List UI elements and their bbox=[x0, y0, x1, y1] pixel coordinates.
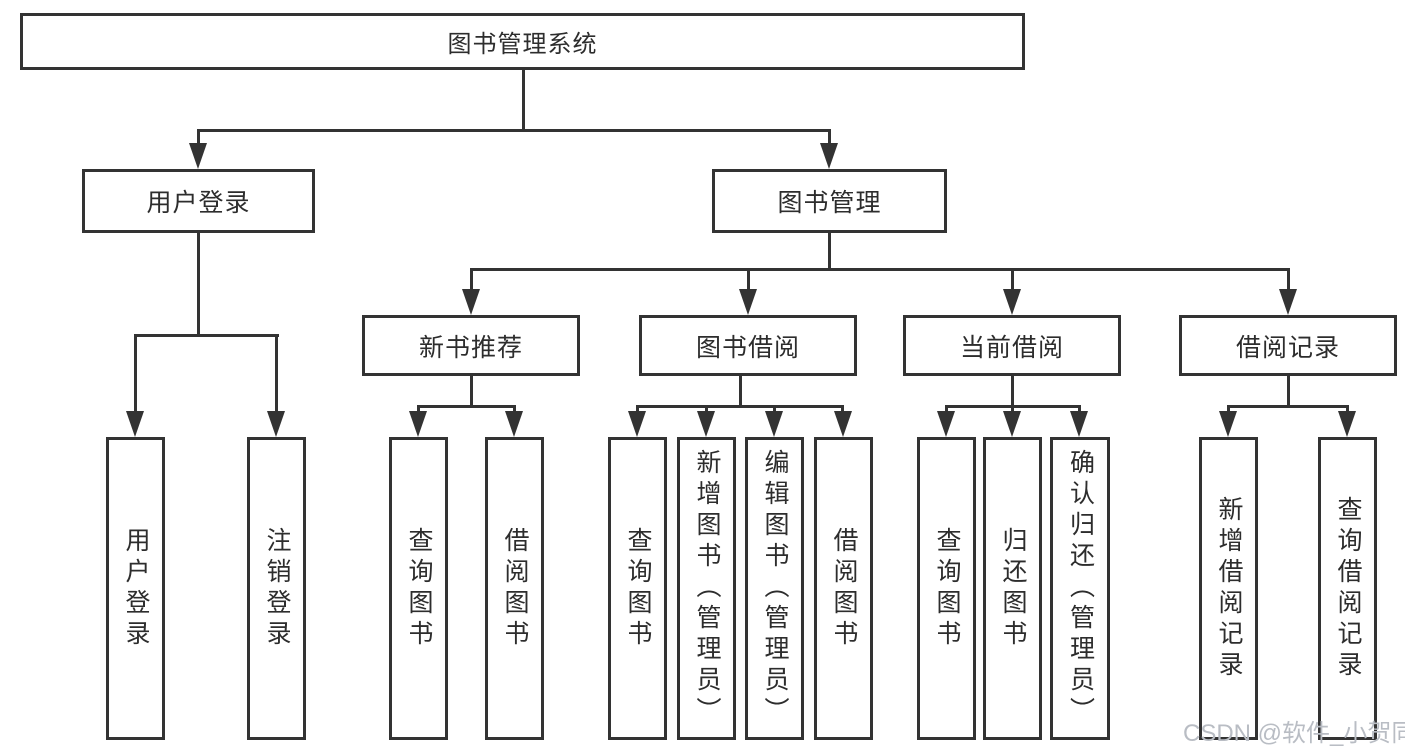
connector-line bbox=[1287, 268, 1290, 290]
connector-line bbox=[134, 334, 279, 337]
leaf-confirm-return-admin: 确认归还（管理员） bbox=[1050, 437, 1110, 740]
node-label: 当前借阅 bbox=[959, 333, 1064, 362]
leaf-label: 查询图书 bbox=[405, 526, 433, 651]
leaf-borrow-books: 借阅图书 bbox=[814, 437, 873, 740]
leaf-label: 确认归还（管理员） bbox=[1066, 449, 1095, 728]
connector-line bbox=[417, 405, 516, 408]
node-root-system: 图书管理系统 bbox=[20, 13, 1025, 70]
leaf-logout: 注销登录 bbox=[247, 437, 306, 740]
leaf-label: 注销登录 bbox=[263, 526, 291, 651]
arrowhead-down-icon bbox=[1003, 289, 1021, 315]
connector-line bbox=[747, 268, 750, 290]
arrowhead-down-icon bbox=[462, 289, 480, 315]
node-label: 用户登录 bbox=[146, 189, 251, 217]
node-book-management: 图书管理 bbox=[712, 169, 947, 233]
arrowhead-down-icon bbox=[834, 411, 852, 437]
node-book-borrowing: 图书借阅 bbox=[639, 315, 857, 376]
connector-line bbox=[773, 405, 776, 414]
leaf-label: 查询图书 bbox=[933, 526, 961, 651]
arrowhead-down-icon bbox=[1279, 289, 1297, 315]
arrowhead-down-icon bbox=[628, 411, 646, 437]
node-new-book-recommend: 新书推荐 bbox=[362, 315, 580, 376]
leaf-label: 借阅图书 bbox=[501, 526, 529, 651]
arrowhead-down-icon bbox=[937, 411, 955, 437]
leaf-borrow-books-recommend: 借阅图书 bbox=[485, 437, 544, 740]
connector-line bbox=[1227, 405, 1348, 408]
leaf-return-books: 归还图书 bbox=[983, 437, 1042, 740]
connector-line bbox=[470, 268, 1290, 271]
node-user-login: 用户登录 bbox=[82, 169, 315, 233]
connector-line bbox=[1011, 405, 1014, 414]
node-label: 图书借阅 bbox=[695, 333, 800, 362]
arrowhead-down-icon bbox=[1219, 411, 1237, 437]
connector-line bbox=[197, 233, 200, 336]
leaf-query-books-recommend: 查询图书 bbox=[389, 437, 448, 740]
connector-line bbox=[417, 405, 420, 414]
leaf-label: 新增借阅记录 bbox=[1215, 495, 1243, 682]
arrowhead-down-icon bbox=[765, 411, 783, 437]
connector-line bbox=[197, 129, 200, 146]
connector-line bbox=[1227, 405, 1230, 414]
connector-line bbox=[1078, 405, 1081, 414]
arrowhead-down-icon bbox=[126, 411, 144, 437]
leaf-edit-books-admin: 编辑图书（管理员） bbox=[745, 437, 804, 740]
arrowhead-down-icon bbox=[1003, 411, 1021, 437]
connector-line bbox=[1287, 376, 1290, 407]
watermark: CSDN @软件_小贺同学 bbox=[1183, 720, 1405, 747]
leaf-query-books-current: 查询图书 bbox=[917, 437, 976, 740]
connector-line bbox=[275, 334, 278, 412]
leaf-query-books-borrowing: 查询图书 bbox=[608, 437, 667, 740]
leaf-label: 查询借阅记录 bbox=[1334, 495, 1362, 682]
leaf-label: 编辑图书（管理员） bbox=[761, 449, 789, 728]
connector-line bbox=[636, 405, 844, 408]
node-label: 借阅记录 bbox=[1235, 333, 1340, 362]
connector-line bbox=[1011, 376, 1014, 407]
leaf-label: 借阅图书 bbox=[830, 526, 858, 651]
connector-line bbox=[945, 405, 948, 414]
connector-line bbox=[197, 129, 831, 132]
arrowhead-down-icon bbox=[505, 411, 523, 437]
arrowhead-down-icon bbox=[1070, 411, 1088, 437]
connector-line bbox=[1011, 268, 1014, 290]
connector-line bbox=[841, 405, 844, 414]
leaf-add-books-admin: 新增图书（管理员） bbox=[677, 437, 736, 740]
arrowhead-down-icon bbox=[267, 411, 285, 437]
node-label: 新书推荐 bbox=[418, 333, 523, 362]
node-label: 图书管理 bbox=[777, 189, 882, 217]
arrowhead-down-icon bbox=[1338, 411, 1356, 437]
connector-line bbox=[522, 70, 525, 129]
connector-line bbox=[513, 405, 516, 414]
arrowhead-down-icon bbox=[189, 143, 207, 169]
connector-line bbox=[470, 268, 473, 290]
leaf-query-borrow-record: 查询借阅记录 bbox=[1318, 437, 1377, 740]
connector-line bbox=[828, 233, 831, 270]
leaf-user-login: 用户登录 bbox=[106, 437, 165, 740]
connector-line bbox=[134, 334, 137, 412]
leaf-label: 用户登录 bbox=[122, 526, 150, 651]
connector-line bbox=[828, 129, 831, 146]
connector-line bbox=[470, 376, 473, 407]
node-borrow-records: 借阅记录 bbox=[1179, 315, 1397, 376]
leaf-label: 归还图书 bbox=[999, 526, 1027, 651]
node-current-borrowing: 当前借阅 bbox=[903, 315, 1121, 376]
leaf-add-borrow-record: 新增借阅记录 bbox=[1199, 437, 1258, 740]
leaf-label: 查询图书 bbox=[624, 526, 652, 651]
node-label: 图书管理系统 bbox=[447, 31, 598, 58]
arrowhead-down-icon bbox=[409, 411, 427, 437]
leaf-label: 新增图书（管理员） bbox=[693, 449, 721, 728]
arrowhead-down-icon bbox=[820, 143, 838, 169]
arrowhead-down-icon bbox=[697, 411, 715, 437]
arrowhead-down-icon bbox=[739, 289, 757, 315]
connector-line bbox=[1346, 405, 1349, 414]
connector-line bbox=[739, 376, 742, 407]
connector-line bbox=[705, 405, 708, 414]
connector-line bbox=[636, 405, 639, 414]
